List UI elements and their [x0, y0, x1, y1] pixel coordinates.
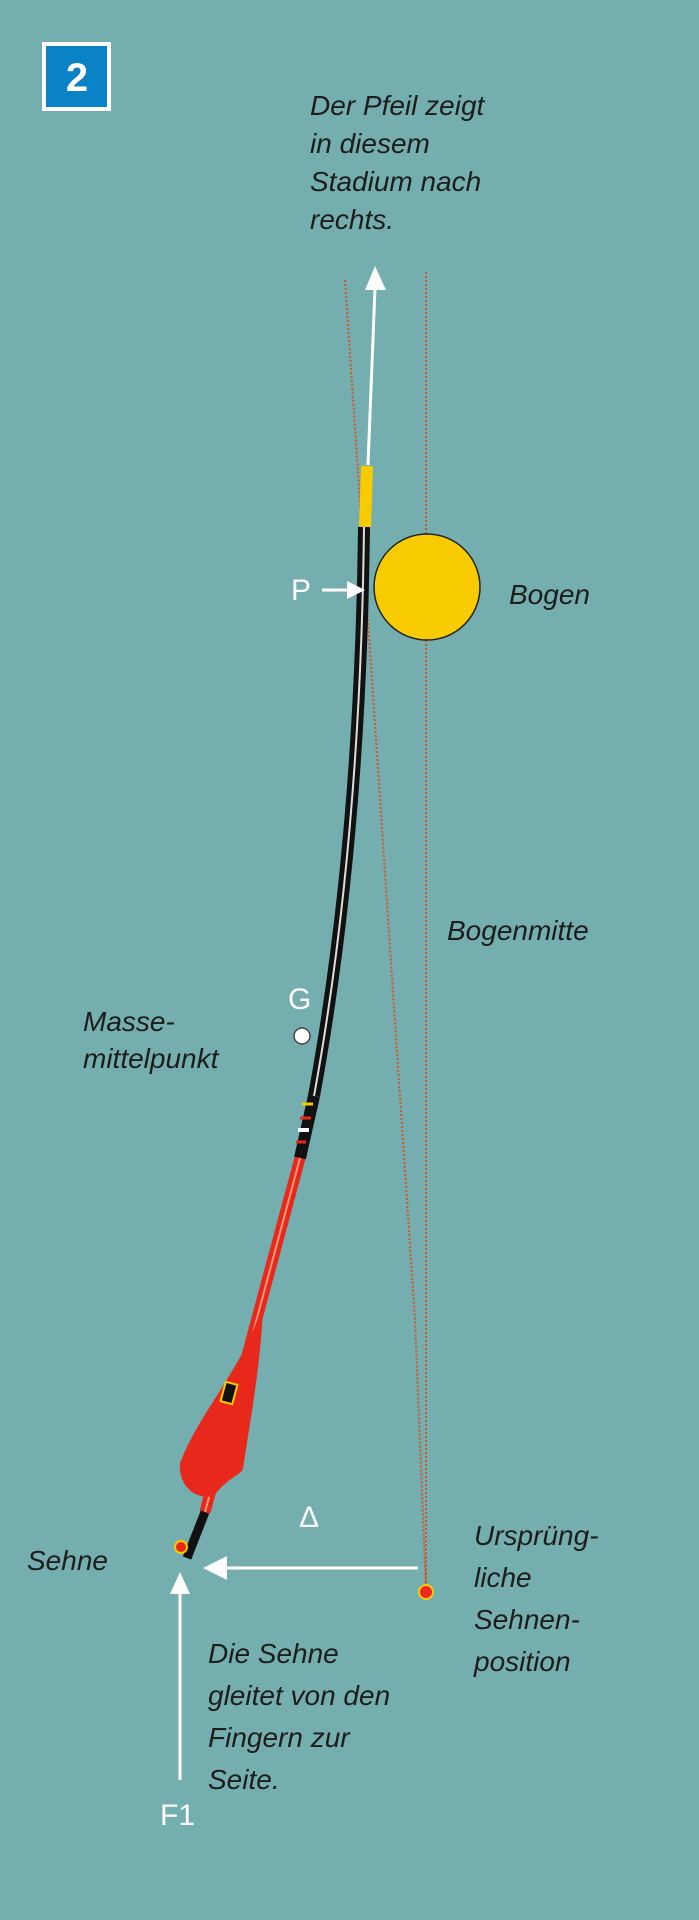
arrow-direction-indicator	[365, 266, 386, 466]
note-line: Fingern zur	[208, 1722, 351, 1753]
label-line: position	[473, 1646, 571, 1677]
center-of-mass-dot	[293, 1027, 311, 1045]
note-line: gleitet von den	[208, 1680, 390, 1711]
note-line: in diesem	[310, 128, 430, 159]
figure-number-badge: 2	[42, 42, 111, 111]
string-label: Sehne	[27, 1545, 108, 1576]
delta-arrowhead	[203, 1556, 227, 1580]
string-path-dotted-line	[344, 279, 427, 1591]
center-of-mass-label: Masse-	[83, 1006, 175, 1037]
note-line: Stadium nach	[310, 166, 481, 197]
center-of-mass-symbol: G	[288, 983, 311, 1016]
string-dot	[174, 1540, 188, 1554]
arrow-direction-note: Der Pfeil zeigt in diesem Stadium nach r…	[310, 90, 486, 235]
figure-number: 2	[66, 56, 88, 100]
note-line: rechts.	[310, 204, 394, 235]
arrow-nock	[182, 1510, 210, 1560]
string-release-note: Die Sehne gleitet von den Fingern zur Se…	[208, 1638, 390, 1795]
original-string-dot	[418, 1584, 434, 1600]
note-line: Die Sehne	[208, 1638, 339, 1669]
bow-center-label: Bogenmitte	[447, 915, 589, 946]
delta-label: Δ	[299, 1501, 319, 1534]
label-line: Ursprüng-	[474, 1520, 598, 1551]
bow-circle	[373, 533, 481, 641]
note-line: Der Pfeil zeigt	[310, 90, 486, 121]
label-line: Sehnen-	[474, 1604, 580, 1635]
force-label: F1	[160, 1799, 195, 1832]
pivot-label: P	[291, 574, 311, 607]
bow-label: Bogen	[509, 579, 590, 610]
force-arrowhead	[170, 1572, 190, 1594]
label-line: liche	[474, 1562, 532, 1593]
note-line: Seite.	[208, 1764, 280, 1795]
fletching-mark	[219, 1380, 239, 1406]
original-string-position-label: Ursprüng- liche Sehnen- position	[473, 1520, 598, 1677]
center-of-mass-label: mittelpunkt	[83, 1043, 220, 1074]
arrow-shaft	[199, 465, 373, 1514]
